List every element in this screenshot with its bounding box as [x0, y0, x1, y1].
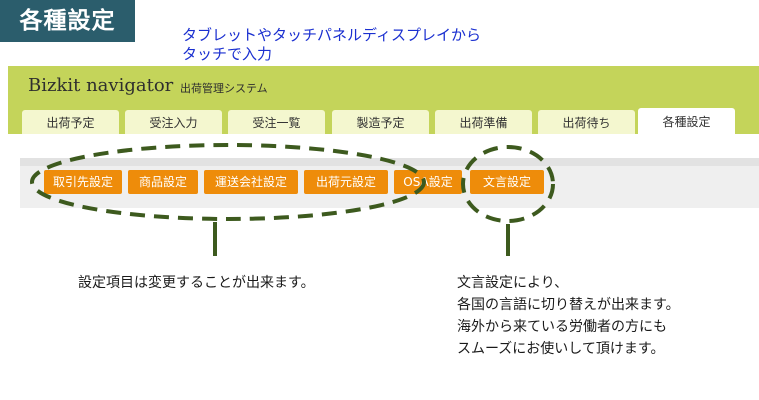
- tab-production-schedule[interactable]: 製造予定: [332, 110, 429, 134]
- product-settings-button[interactable]: 商品設定: [128, 170, 198, 194]
- tab-awaiting-shipment[interactable]: 出荷待ち: [538, 110, 635, 134]
- touch-input-note-line2: タッチで入力: [182, 45, 273, 63]
- wording-note-line3: 海外から来ている労働者の方にも: [457, 319, 667, 335]
- touch-input-note: タブレットやタッチパネルディスプレイから タッチで入力: [182, 26, 542, 64]
- tab-shipping-schedule[interactable]: 出荷予定: [22, 110, 119, 134]
- wording-settings-button[interactable]: 文言設定: [470, 170, 544, 194]
- slide-title-badge: 各種設定: [0, 0, 135, 42]
- wording-note-line1: 文言設定により、: [457, 275, 569, 291]
- tab-shipping-prep[interactable]: 出荷準備: [435, 110, 532, 134]
- tab-order-entry[interactable]: 受注入力: [125, 110, 222, 134]
- touch-input-note-line1: タブレットやタッチパネルディスプレイから: [182, 26, 481, 44]
- osa-settings-button[interactable]: OSA設定: [394, 170, 462, 194]
- settings-editable-note: 設定項目は変更することが出来ます。: [78, 275, 315, 291]
- wording-settings-note: 文言設定により、 各国の言語に切り替えが出来ます。 海外から来ている労働者の方に…: [457, 272, 680, 360]
- wording-callout-ellipse: [461, 145, 555, 223]
- tab-order-list[interactable]: 受注一覧: [228, 110, 325, 134]
- origin-settings-button[interactable]: 出荷元設定: [304, 170, 388, 194]
- client-settings-button[interactable]: 取引先設定: [44, 170, 122, 194]
- wording-note-line2: 各国の言語に切り替えが出来ます。: [457, 297, 680, 313]
- app-subtitle: 出荷管理システム: [180, 82, 268, 95]
- settings-group-callout-ellipse: [30, 143, 426, 221]
- wording-note-line4: スムーズにお使いして頂けます。: [457, 341, 665, 357]
- app-brand: Bizkit navigator: [28, 75, 174, 96]
- tab-settings[interactable]: 各種設定: [638, 108, 735, 134]
- carrier-settings-button[interactable]: 運送会社設定: [204, 170, 298, 194]
- app-header: Bizkit navigator 出荷管理システム 出荷予定 受注入力 受注一覧…: [8, 66, 759, 134]
